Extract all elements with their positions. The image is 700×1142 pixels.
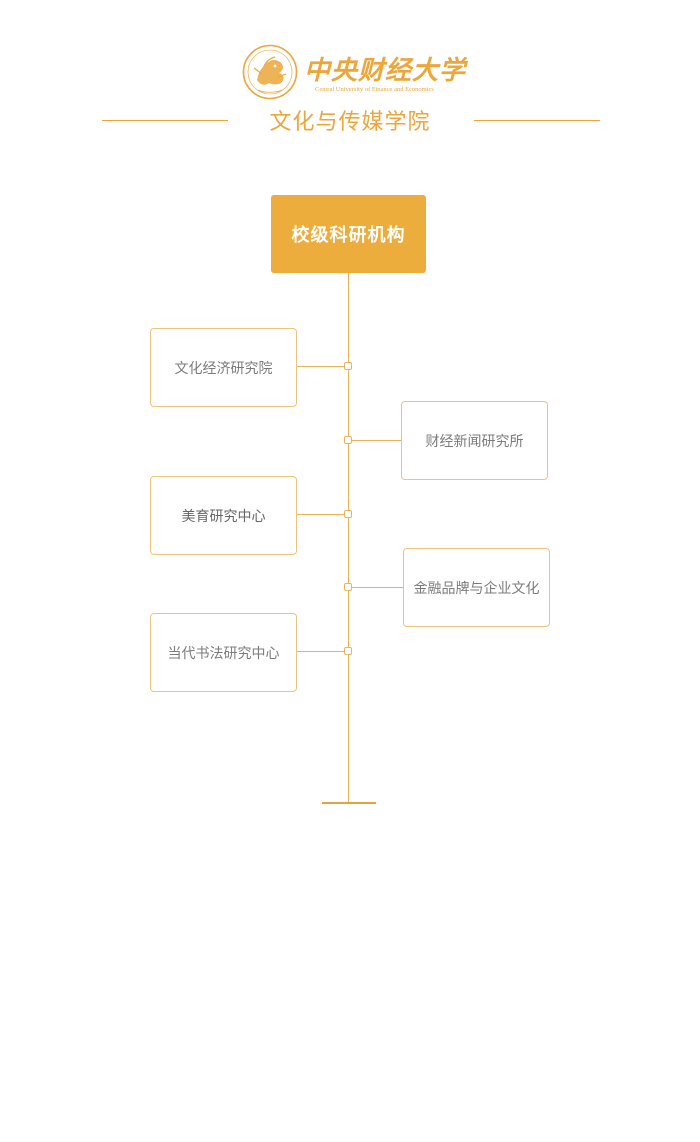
university-name: 中央财经大学 <box>304 56 467 86</box>
connector-node <box>344 647 352 655</box>
unit-box: 美育研究中心 <box>150 476 297 555</box>
university-logo: 中央财经大学 Central University of Finance and… <box>242 44 465 108</box>
root-node: 校级科研机构 <box>271 195 426 273</box>
unit-box: 文化经济研究院 <box>150 328 297 407</box>
connector-node <box>344 583 352 591</box>
unit-box: 财经新闻研究所 <box>401 401 548 480</box>
main-connector-line <box>348 273 350 803</box>
connector-node <box>344 436 352 444</box>
unit-box: 当代书法研究中心 <box>150 613 297 692</box>
branch-line <box>296 514 344 516</box>
university-name-english: Central University of Finance and Econom… <box>315 86 434 93</box>
university-seal-icon <box>242 44 298 100</box>
branch-line <box>352 440 401 442</box>
college-title: 文化与传媒学院 <box>269 110 431 135</box>
branch-line <box>352 587 403 589</box>
header-divider-left <box>102 120 228 121</box>
header-divider-right <box>474 120 600 121</box>
branch-line <box>296 651 344 653</box>
branch-line <box>296 366 344 368</box>
unit-box: 金融品牌与企业文化 <box>403 548 550 627</box>
connector-node <box>344 362 352 370</box>
connector-base <box>322 802 376 804</box>
connector-node <box>344 510 352 518</box>
